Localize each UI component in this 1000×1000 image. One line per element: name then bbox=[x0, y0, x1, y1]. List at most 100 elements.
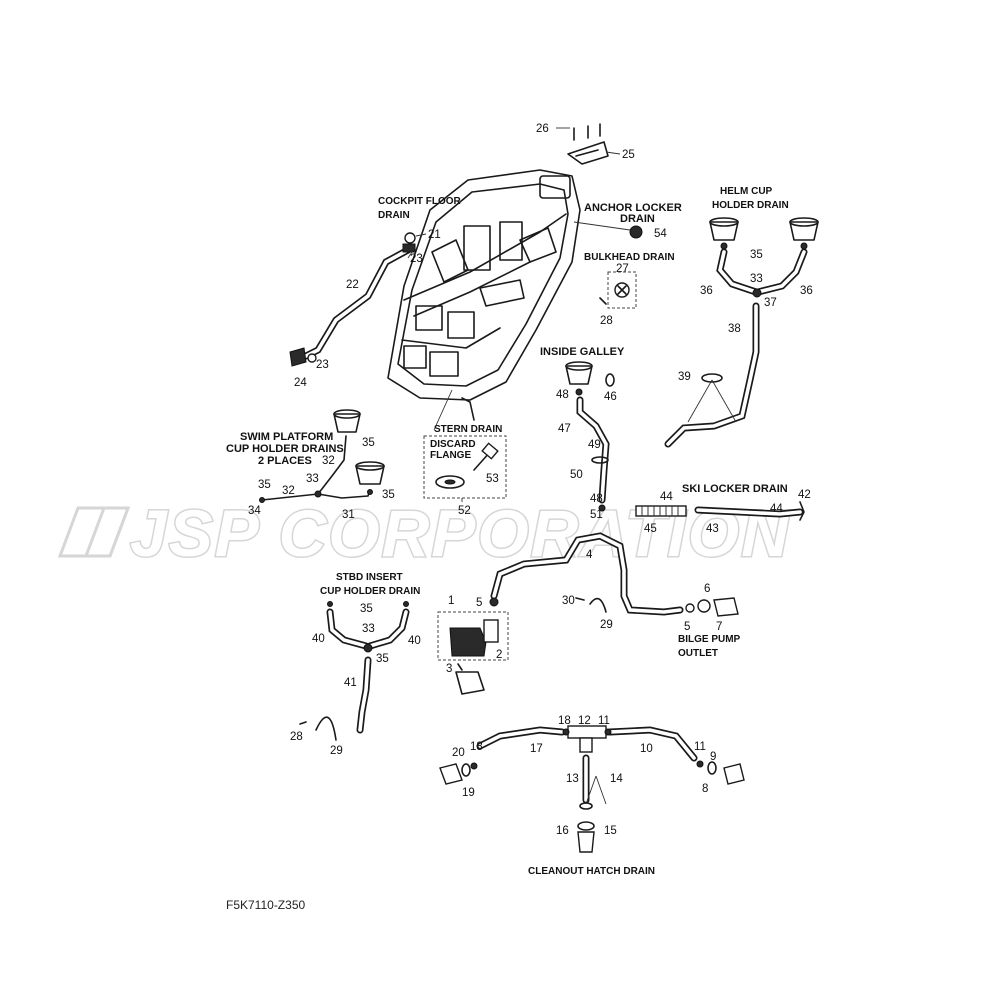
callout-46: 46 bbox=[604, 391, 617, 403]
callout-22: 22 bbox=[346, 279, 359, 291]
cockpit-floor-drain-assembly bbox=[289, 232, 427, 367]
callout-35-stbd-bottom: 35 bbox=[376, 653, 389, 665]
callout-15: 15 bbox=[604, 825, 617, 837]
helm-cup-holder-assembly bbox=[664, 217, 819, 448]
bulkhead-drain-assembly bbox=[599, 271, 637, 309]
callout-23-upper: 23 bbox=[410, 253, 423, 265]
callout-6: 6 bbox=[704, 583, 710, 595]
label-inside-galley: INSIDE GALLEY bbox=[540, 346, 625, 358]
callout-35-swim-b: 35 bbox=[258, 479, 271, 491]
callout-42: 42 bbox=[798, 489, 811, 501]
callout-45: 45 bbox=[644, 523, 657, 535]
bilge-pump-assembly bbox=[437, 532, 739, 695]
callout-44-left: 44 bbox=[660, 491, 673, 503]
label-bilge-1: BILGE PUMP bbox=[678, 634, 741, 645]
label-helm-cup-1: HELM CUP bbox=[720, 186, 773, 197]
callout-41: 41 bbox=[344, 677, 357, 689]
callout-54: 54 bbox=[654, 228, 667, 240]
callout-51: 51 bbox=[590, 509, 603, 521]
callout-28-lower: 28 bbox=[290, 731, 303, 743]
callout-35-helm: 35 bbox=[750, 249, 763, 261]
callout-40-left: 40 bbox=[312, 633, 325, 645]
callout-53: 53 bbox=[486, 473, 499, 485]
callout-43: 43 bbox=[706, 523, 719, 535]
callout-17: 17 bbox=[530, 743, 543, 755]
callout-39: 39 bbox=[678, 371, 691, 383]
label-cleanout-hatch: CLEANOUT HATCH DRAIN bbox=[528, 866, 655, 877]
callout-29-mid: 29 bbox=[600, 619, 613, 631]
callout-40-right: 40 bbox=[408, 635, 421, 647]
callout-35-swim-c: 35 bbox=[382, 489, 395, 501]
stbd-insert-assembly bbox=[299, 601, 410, 741]
label-helm-cup-2: HOLDER DRAIN bbox=[712, 200, 789, 211]
label-anchor-locker-1: ANCHOR LOCKER bbox=[584, 202, 682, 214]
callout-4: 4 bbox=[586, 549, 593, 561]
callout-32-swim-b: 32 bbox=[282, 485, 295, 497]
callout-52: 52 bbox=[458, 505, 471, 517]
ski-locker-drain-assembly bbox=[635, 501, 805, 521]
callout-2: 2 bbox=[496, 649, 502, 661]
anchor-locker-drain-part bbox=[573, 221, 643, 239]
bow-eye-bracket bbox=[556, 123, 621, 165]
callout-50: 50 bbox=[570, 469, 583, 481]
callout-19: 19 bbox=[462, 787, 475, 799]
hull-illustration bbox=[387, 169, 581, 431]
callout-12: 12 bbox=[578, 715, 591, 727]
callout-21: 21 bbox=[428, 229, 441, 241]
drawing-code: F5K7110-Z350 bbox=[226, 898, 305, 912]
callout-26: 26 bbox=[536, 123, 549, 135]
label-discard-1: DISCARD bbox=[430, 439, 476, 450]
stern-drain-assembly bbox=[423, 435, 507, 502]
callout-9: 9 bbox=[710, 751, 716, 763]
callout-31: 31 bbox=[342, 509, 355, 521]
callout-25: 25 bbox=[622, 149, 635, 161]
callout-27: 27 bbox=[616, 263, 629, 275]
callout-35-swim-a: 35 bbox=[362, 437, 375, 449]
callout-14: 14 bbox=[610, 773, 623, 785]
callout-49: 49 bbox=[588, 439, 601, 451]
callout-3: 3 bbox=[446, 663, 452, 675]
callout-18-top: 18 bbox=[558, 715, 571, 727]
callout-11-top: 11 bbox=[598, 715, 610, 727]
callout-32-swim-a: 32 bbox=[322, 455, 335, 467]
callout-24: 24 bbox=[294, 377, 307, 389]
label-swim-3: 2 PLACES bbox=[258, 455, 312, 467]
callout-5-left: 5 bbox=[476, 597, 482, 609]
callout-47: 47 bbox=[558, 423, 571, 435]
inside-galley-assembly bbox=[565, 361, 615, 512]
callout-5-right: 5 bbox=[684, 621, 690, 633]
callout-30: 30 bbox=[562, 595, 575, 607]
callout-35-stbd-top: 35 bbox=[360, 603, 373, 615]
label-cockpit-floor-1: COCKPIT FLOOR bbox=[378, 196, 462, 207]
label-stern-drain: STERN DRAIN bbox=[434, 424, 502, 435]
callout-37: 37 bbox=[764, 297, 777, 309]
label-bulkhead-drain: BULKHEAD DRAIN bbox=[584, 252, 675, 263]
callout-16: 16 bbox=[556, 825, 569, 837]
callout-48-lower: 48 bbox=[590, 493, 603, 505]
callout-20: 20 bbox=[452, 747, 465, 759]
label-bilge-2: OUTLET bbox=[678, 648, 718, 659]
callout-11-right: 11 bbox=[694, 741, 706, 753]
label-cockpit-floor-2: DRAIN bbox=[378, 210, 410, 221]
callout-36-left: 36 bbox=[700, 285, 713, 297]
callout-33-helm: 33 bbox=[750, 273, 763, 285]
callout-38: 38 bbox=[728, 323, 741, 335]
callout-10: 10 bbox=[640, 743, 653, 755]
callout-13: 13 bbox=[566, 773, 579, 785]
label-swim-2: CUP HOLDER DRAINS bbox=[226, 443, 344, 455]
callout-33-stbd: 33 bbox=[362, 623, 375, 635]
label-stbd-1: STBD INSERT bbox=[336, 572, 403, 583]
swim-platform-assembly bbox=[259, 409, 385, 503]
callout-36-right: 36 bbox=[800, 285, 813, 297]
callout-48-upper: 48 bbox=[556, 389, 569, 401]
label-anchor-locker-2: DRAIN bbox=[620, 213, 655, 225]
callout-28-upper: 28 bbox=[600, 315, 613, 327]
callout-1: 1 bbox=[448, 595, 454, 607]
label-ski-locker: SKI LOCKER DRAIN bbox=[682, 483, 788, 495]
callout-8: 8 bbox=[702, 783, 708, 795]
callout-7: 7 bbox=[716, 621, 722, 633]
label-discard-2: FLANGE bbox=[430, 450, 471, 461]
callout-33-swim: 33 bbox=[306, 473, 319, 485]
callout-23-lower: 23 bbox=[316, 359, 329, 371]
